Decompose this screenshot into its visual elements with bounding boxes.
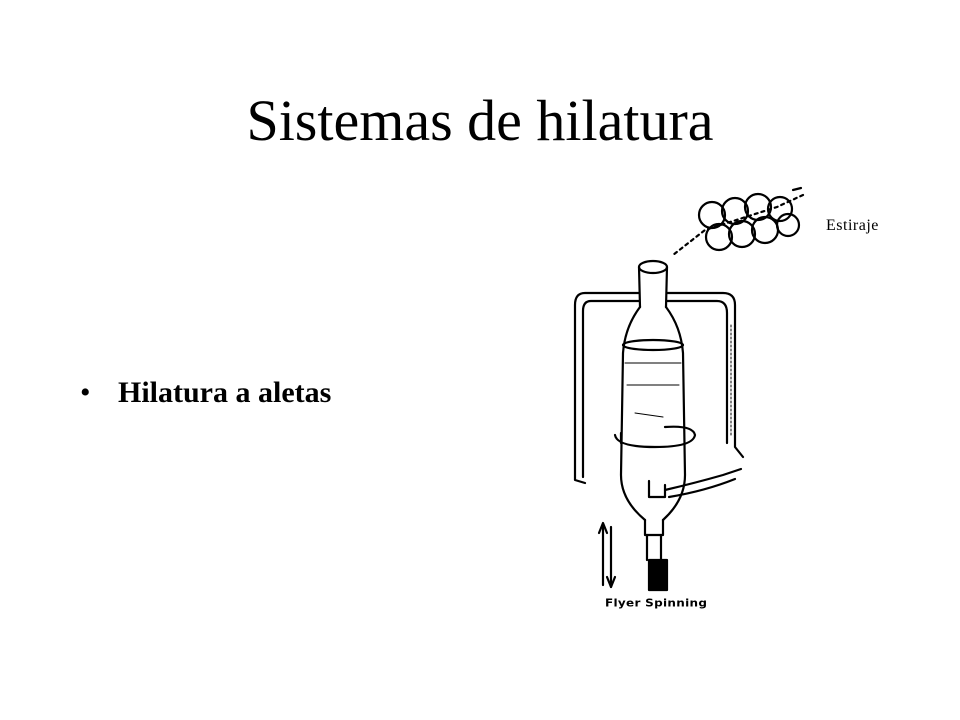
bullet-list: • Hilatura a aletas (80, 376, 331, 410)
bullet-dot-icon: • (80, 376, 91, 409)
bullet-text: Hilatura a aletas (118, 376, 332, 409)
figure-caption: Flyer Spinning (605, 596, 708, 610)
drafting-label: Estiraje (826, 217, 879, 234)
slide-title: Sistemas de hilatura (246, 88, 714, 153)
flyer-spinning-illustration (573, 186, 805, 592)
bullet-item: • Hilatura a aletas (80, 376, 331, 410)
flyer-spinning-diagram (555, 185, 815, 625)
drafting-rollers (697, 192, 801, 252)
